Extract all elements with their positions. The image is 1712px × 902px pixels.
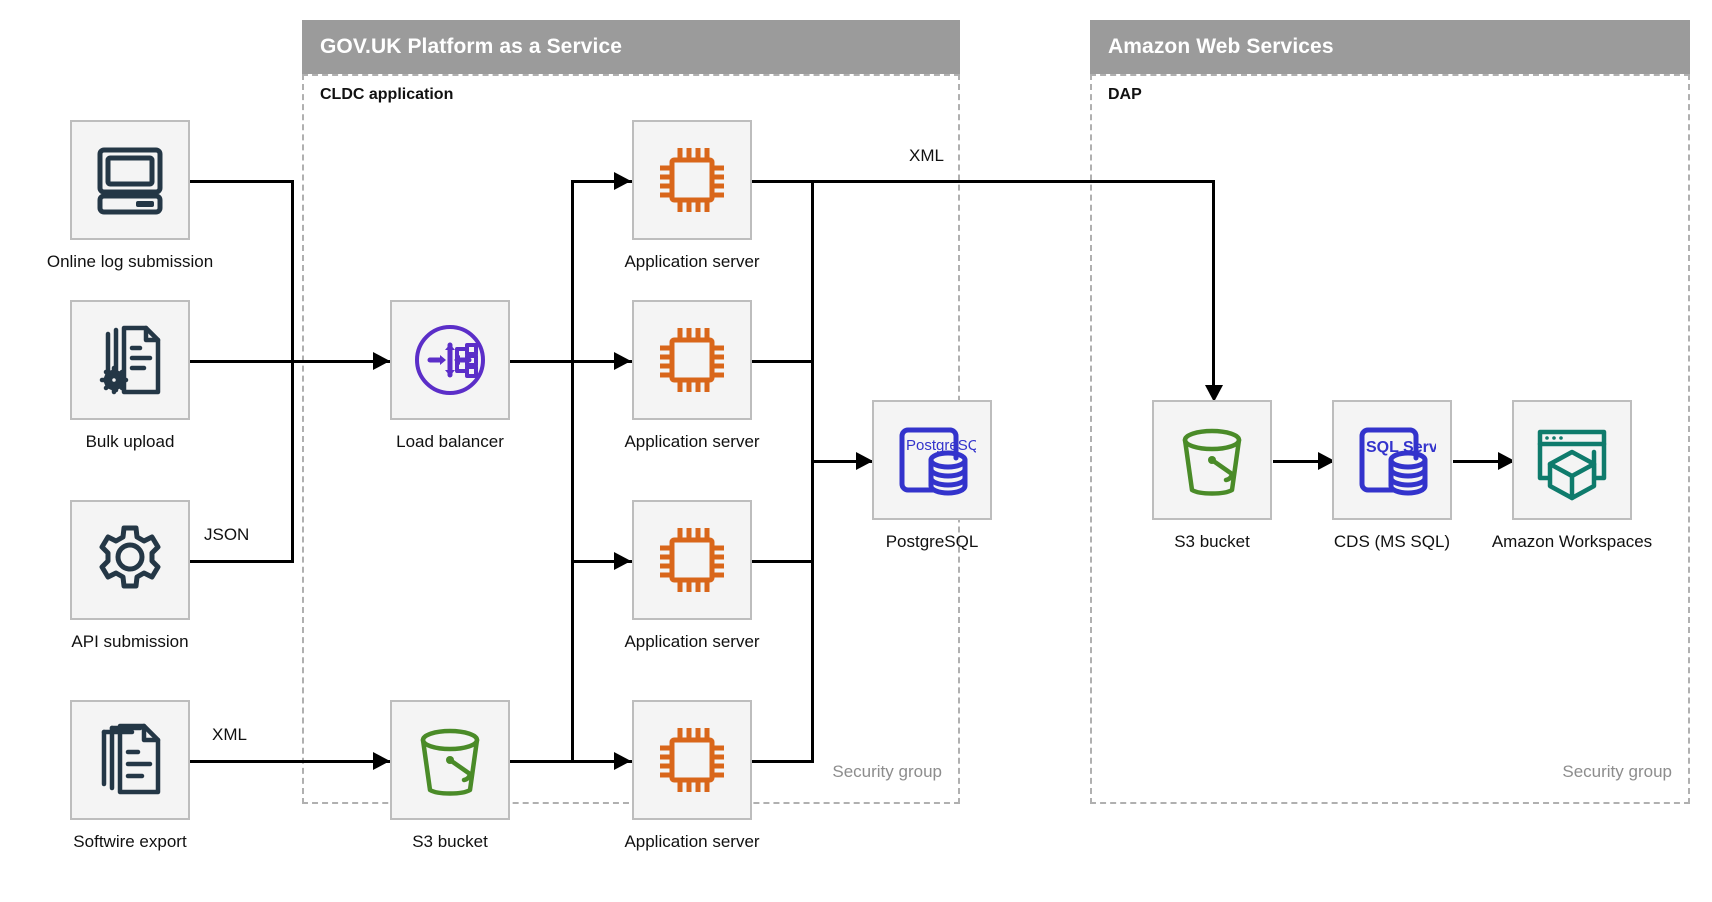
edge-label-xml-dap: XML	[905, 146, 948, 166]
edge-cds-to-workspaces	[1453, 460, 1517, 463]
node-label-s3-bucket-aws: S3 bucket	[1174, 532, 1250, 551]
node-label-bulk-upload: Bulk upload	[85, 432, 175, 451]
node-label-s3-bucket-paas: S3 bucket	[412, 832, 488, 851]
edge-app-server-1-out	[752, 180, 814, 183]
gear-icon	[92, 522, 168, 598]
edge-online-log-to-bus	[190, 180, 294, 183]
s3-bucket-icon	[1170, 418, 1254, 502]
node-app-server-3[interactable]	[632, 500, 752, 620]
edge-appserver-collector-spine	[811, 180, 814, 763]
arrowhead-to-app-server-3	[614, 552, 631, 570]
edge-softwire-to-s3	[190, 760, 395, 763]
edge-spine-to-app-server-4	[571, 760, 635, 763]
edge-appserver-fanout-spine	[571, 180, 574, 760]
edge-spine-to-app-server-3	[571, 560, 635, 563]
edge-load-balancer-out	[510, 360, 574, 363]
security-group-label-aws: Security group	[1562, 762, 1672, 781]
edge-bus-to-load-balancer	[190, 360, 390, 363]
group-subtitle-dap: DAP	[1108, 86, 1142, 103]
group-subtitle-cldc-application: CLDC application	[320, 86, 454, 103]
group-header-paas: GOV.UK Platform as a Service	[302, 20, 960, 74]
node-bulk-upload[interactable]	[70, 300, 190, 420]
group-header-aws: Amazon Web Services	[1090, 20, 1690, 74]
node-label-amazon-workspaces: Amazon Workspaces	[1491, 532, 1653, 551]
edge-api-to-bus	[190, 560, 294, 563]
edge-s3-paas-out	[510, 760, 574, 763]
arrowhead-to-workspaces	[1498, 452, 1515, 470]
group-header-title-paas: GOV.UK Platform as a Service	[320, 35, 622, 58]
cpu-chip-icon	[652, 140, 732, 220]
node-label-postgresql: PostgreSQL	[885, 532, 979, 551]
node-label-app-server-1: Application server	[624, 252, 760, 271]
edge-xml-to-dap-horizontal	[811, 180, 1215, 183]
node-app-server-1[interactable]	[632, 120, 752, 240]
sql-server-icon: SQL Server	[1348, 416, 1436, 504]
documents-stack-icon	[92, 722, 168, 798]
cpu-chip-icon	[652, 520, 732, 600]
edge-spine-to-app-server-1	[571, 180, 635, 183]
node-s3-bucket-aws[interactable]	[1152, 400, 1272, 520]
group-boundary-aws	[1090, 74, 1690, 804]
arrowhead-to-postgresql	[856, 452, 873, 470]
edge-app-server-3-out	[752, 560, 814, 563]
node-label-online-log-submission: Online log submission	[46, 252, 214, 271]
node-label-api-submission: API submission	[71, 632, 189, 651]
workspaces-cube-icon	[1530, 418, 1614, 502]
edge-s3-aws-to-cds	[1273, 460, 1337, 463]
arrowhead-to-app-server-2	[614, 352, 631, 370]
node-postgresql[interactable]: PostgreSQL	[872, 400, 992, 520]
edge-app-server-2-out	[752, 360, 814, 363]
edge-label-json: JSON	[200, 525, 254, 545]
node-label-cds-ms-sql: CDS (MS SQL)	[1333, 532, 1451, 551]
node-amazon-workspaces[interactable]	[1512, 400, 1632, 520]
edge-collector-to-postgresql	[811, 460, 875, 463]
edge-app-server-4-out	[752, 760, 814, 763]
s3-bucket-icon	[408, 718, 492, 802]
node-softwire-export[interactable]	[70, 700, 190, 820]
node-s3-bucket-paas[interactable]	[390, 700, 510, 820]
security-group-label-paas: Security group	[832, 762, 942, 781]
node-api-submission[interactable]	[70, 500, 190, 620]
edge-label-xml-softwire: XML	[208, 725, 251, 745]
desktop-computer-icon	[92, 142, 168, 218]
node-app-server-2[interactable]	[632, 300, 752, 420]
arrowhead-to-load-balancer	[373, 352, 390, 370]
edge-source-bus-vertical	[291, 180, 294, 563]
cpu-chip-icon	[652, 320, 732, 400]
edge-spine-to-app-server-2	[571, 360, 635, 363]
node-label-load-balancer: Load balancer	[396, 432, 504, 451]
group-header-title-aws: Amazon Web Services	[1108, 35, 1334, 58]
document-gear-icon	[92, 322, 168, 398]
cpu-chip-icon	[652, 720, 732, 800]
node-label-softwire-export: Softwire export	[73, 832, 187, 851]
node-load-balancer[interactable]	[390, 300, 510, 420]
node-label-app-server-2: Application server	[624, 432, 760, 451]
load-balancer-icon	[409, 319, 491, 401]
arrowhead-to-cds	[1318, 452, 1335, 470]
arrowhead-to-app-server-1	[614, 172, 631, 190]
node-label-app-server-3: Application server	[624, 632, 760, 651]
arrowhead-to-s3-aws	[1205, 385, 1223, 402]
node-label-app-server-4: Application server	[624, 832, 760, 851]
arrowhead-to-s3-paas	[373, 752, 390, 770]
node-online-log-submission[interactable]	[70, 120, 190, 240]
arrowhead-to-app-server-4	[614, 752, 631, 770]
node-app-server-4[interactable]	[632, 700, 752, 820]
postgresql-icon: PostgreSQL	[888, 416, 976, 504]
sql-server-icon-text: SQL Server	[1366, 439, 1436, 456]
node-cds-ms-sql[interactable]: SQL Server	[1332, 400, 1452, 520]
postgresql-icon-text: PostgreSQL	[906, 437, 976, 454]
edge-xml-to-dap-vertical	[1212, 180, 1215, 385]
